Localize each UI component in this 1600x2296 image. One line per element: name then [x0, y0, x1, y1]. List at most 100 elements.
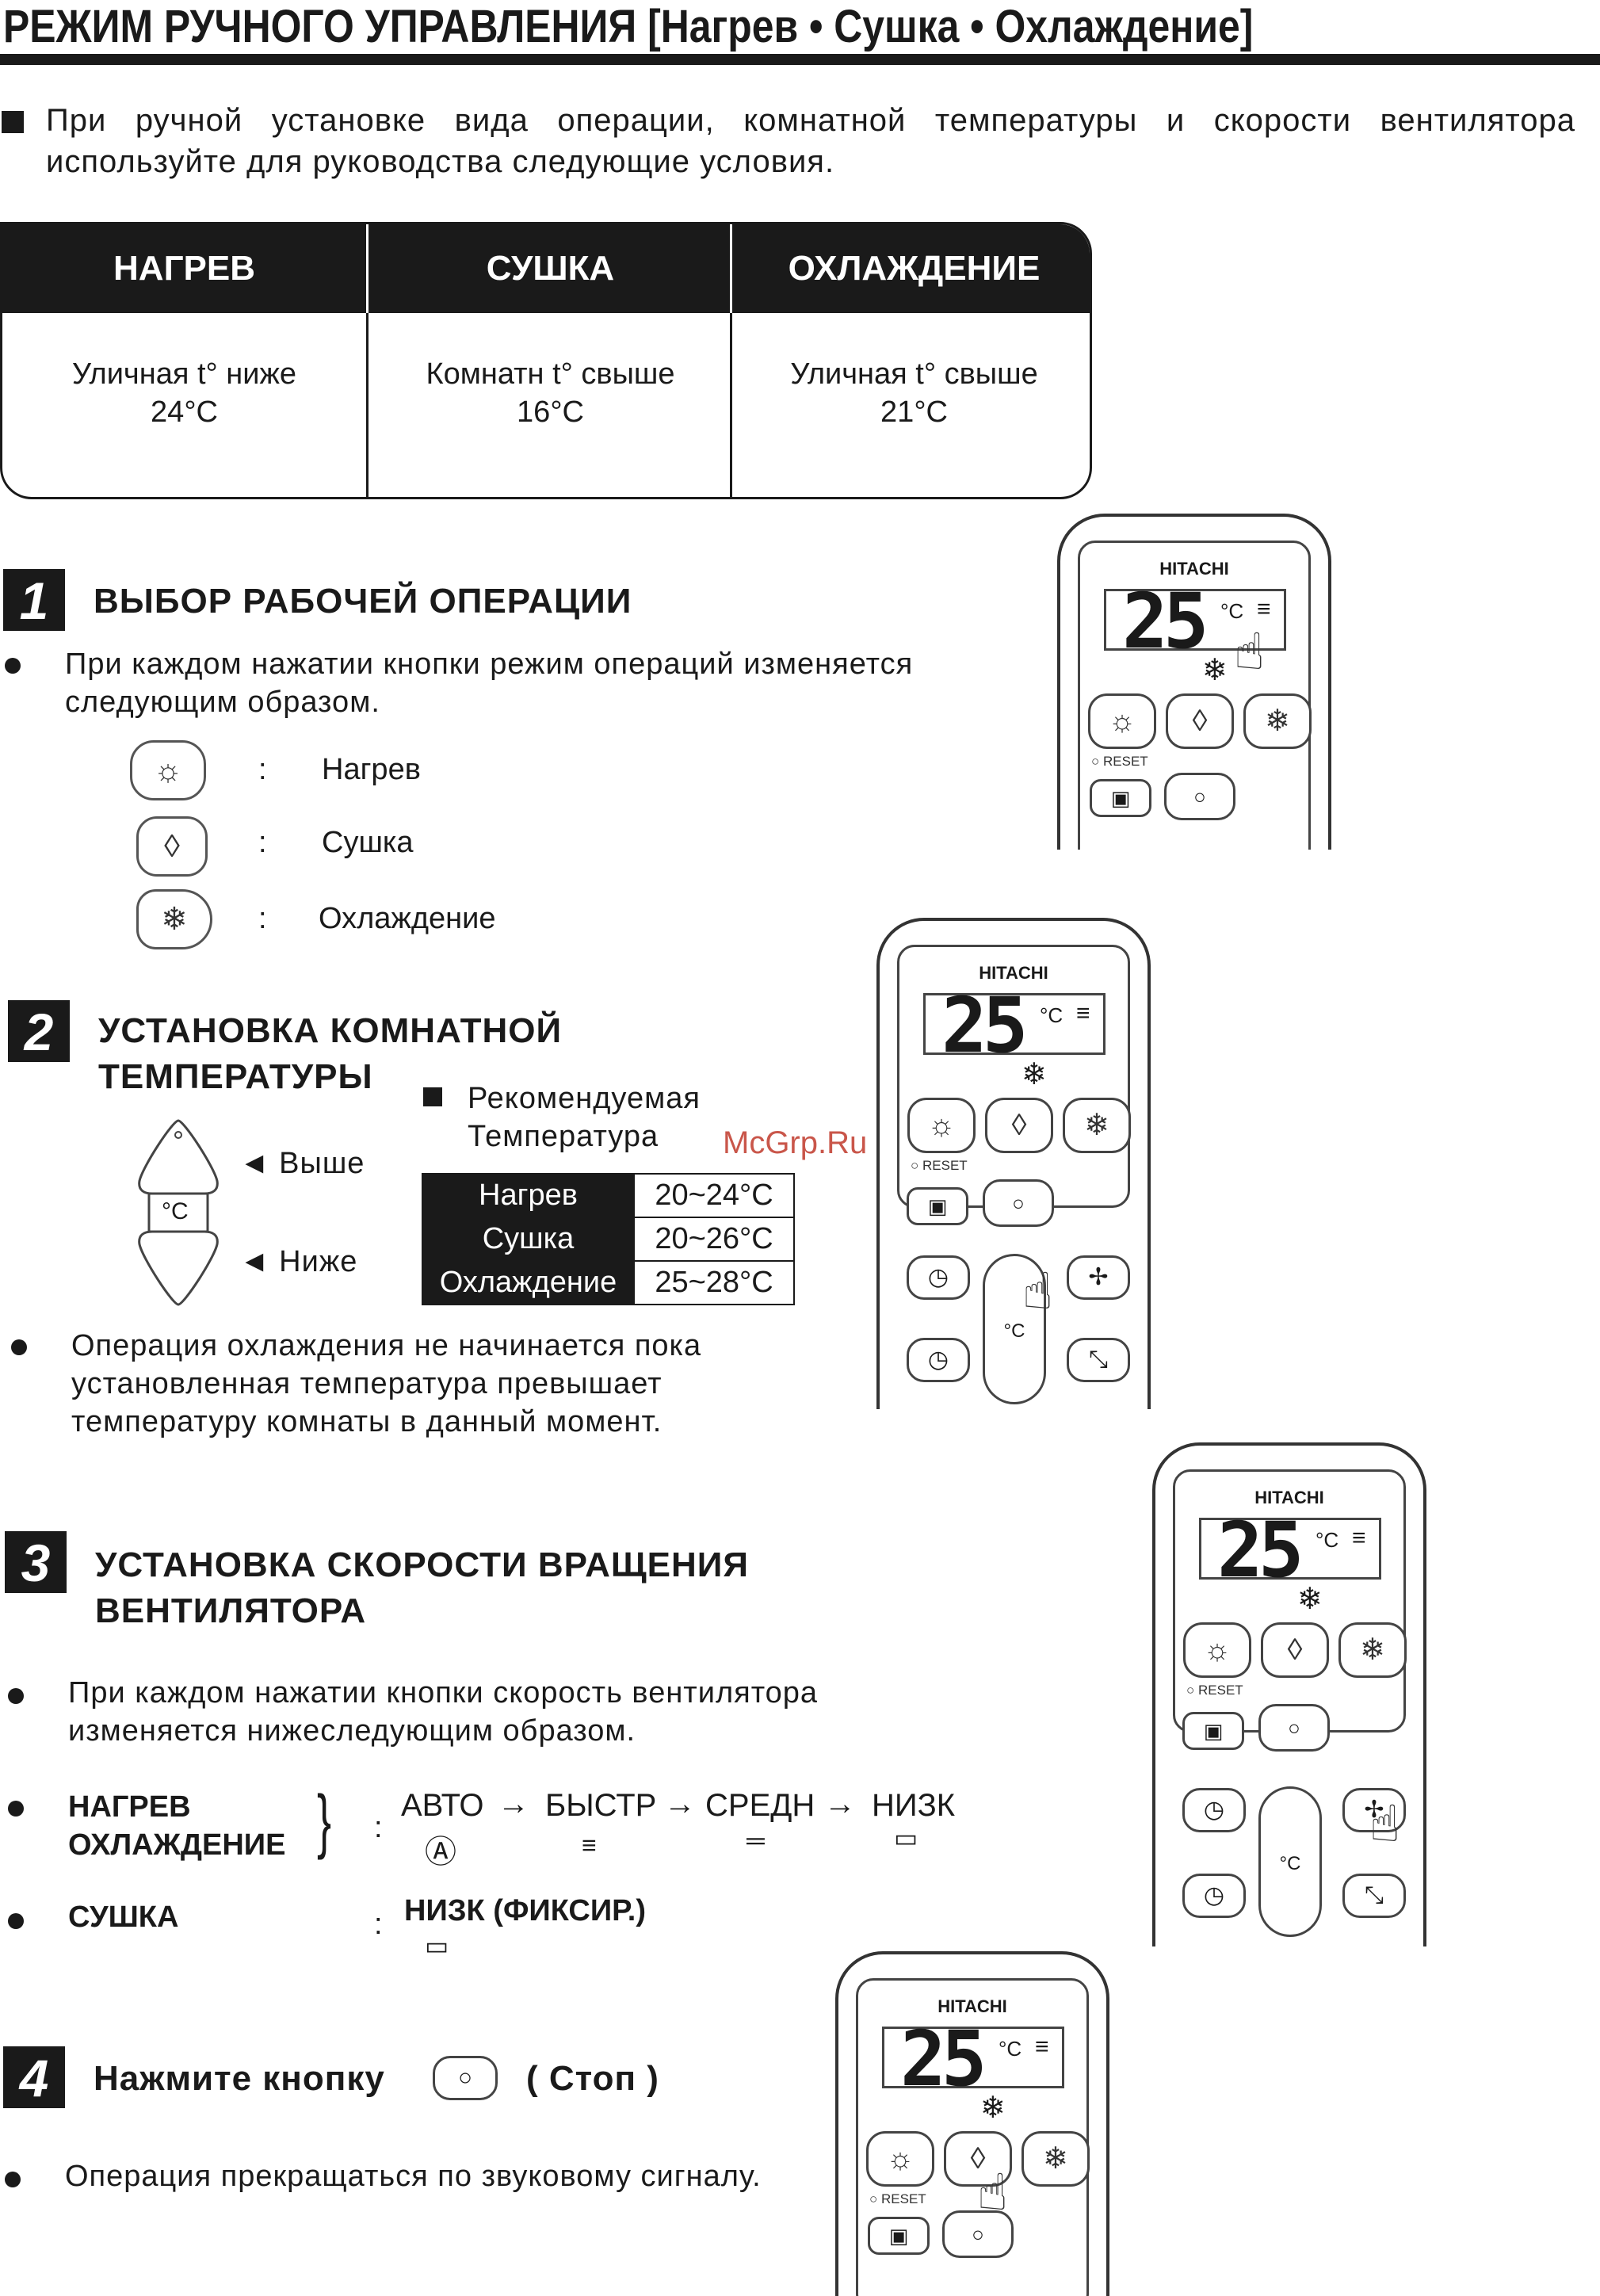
- heat-button[interactable]: ☼: [1088, 693, 1156, 749]
- bullet-dot: [8, 1801, 24, 1817]
- heat-mode-button[interactable]: ☼: [130, 740, 206, 800]
- remote-lcd: 25 °C ≡: [923, 988, 1105, 1064]
- lcd-unit: °C: [1040, 1003, 1063, 1027]
- fan-button[interactable]: ✢: [1067, 1255, 1130, 1300]
- reset-label[interactable]: ○ RESET: [911, 1158, 968, 1173]
- dry-label: СУШКА: [68, 1901, 179, 1934]
- cell-heat: Уличная t° ниже 24°C: [2, 355, 366, 431]
- fan-speed-icon: ≡: [1035, 2034, 1049, 2060]
- swing-button[interactable]: ⤡: [1067, 1338, 1130, 1382]
- timer-button[interactable]: ▣: [868, 2217, 930, 2255]
- section3-text: При каждом нажатии кнопки скорость венти…: [68, 1676, 819, 1748]
- section4-heading: Нажмите кнопку: [94, 2059, 385, 2098]
- temp-up-down-button[interactable]: °C: [983, 1254, 1046, 1404]
- temp-up-down-button[interactable]: [135, 1117, 222, 1308]
- recommended-line1: Рекомендуемая: [468, 1082, 701, 1115]
- pointing-hand-icon: ☝: [1369, 1795, 1400, 1852]
- rec-mode-heat: Нагрев: [422, 1173, 635, 1218]
- section-number-3: 3: [5, 1531, 67, 1593]
- remote-control-1: HITACHI 25 °C ≡ ❄ ☼ ◊ ❄ ○ RESET ▣ ○ ☝: [1057, 514, 1331, 850]
- remote-panel: HITACHI 25 °C ≡ ❄ ☼ ◊ ❄ ○ RESET ▣ ○ ☝: [1078, 541, 1312, 850]
- table-col-cool: ОХЛАЖДЕНИЕ Уличная t° свыше 21°C: [730, 224, 1090, 497]
- bullet-dot: [8, 1688, 24, 1704]
- fan-low-icon: ▭: [894, 1824, 918, 1852]
- colon: :: [374, 1811, 384, 1844]
- dry-mode-button[interactable]: ◊: [136, 816, 208, 877]
- arrow: →: [664, 1786, 696, 1821]
- bullet-dot: [5, 658, 21, 674]
- stop-button[interactable]: ○: [942, 2210, 1014, 2258]
- stop-button[interactable]: ○: [1258, 1704, 1330, 1752]
- reset-label[interactable]: ○ RESET: [1186, 1683, 1243, 1698]
- timer-on-button[interactable]: ◷: [907, 1255, 970, 1300]
- table-row: Сушка 20~26°C: [422, 1217, 795, 1262]
- section1-heading: ВЫБОР РАБОЧЕЙ ОПЕРАЦИИ: [94, 582, 632, 621]
- rec-range-dry: 20~26°C: [633, 1217, 795, 1262]
- lcd-snowflake-icon: ❄: [1297, 1583, 1323, 1616]
- rec-mode-cool: Охлаждение: [422, 1260, 635, 1305]
- section2-heading-line2: ТЕМПЕРАТУРЫ: [98, 1057, 373, 1096]
- lcd-temp: 25: [1217, 1506, 1304, 1595]
- remote-lcd: 25 °C ≡: [1104, 583, 1286, 659]
- mode-label-cool: Охлаждение: [319, 902, 496, 935]
- fan-low-label: НИЗК: [872, 1788, 956, 1823]
- rec-range-cool: 25~28°C: [633, 1260, 795, 1305]
- timer-on-button[interactable]: ◷: [1182, 1788, 1246, 1832]
- table-row: Охлаждение 25~28°C: [422, 1260, 795, 1305]
- remote-brand: HITACHI: [979, 963, 1048, 983]
- page-title: РЕЖИМ РУЧНОГО УПРАВЛЕНИЯ [Нагрев • Сушка…: [3, 1, 1254, 52]
- table-row: Нагрев 20~24°C: [422, 1173, 795, 1218]
- intro-text: При ручной установке вида операции, комн…: [46, 103, 1575, 179]
- timer-off-button[interactable]: ◷: [907, 1338, 970, 1382]
- remote-panel: HITACHI 25 °C ≡ ❄ ☼ ◊ ❄ ○ RESET: [897, 945, 1131, 1208]
- cool-mode-button[interactable]: ❄: [136, 889, 212, 949]
- section-number-4: 4: [3, 2046, 65, 2108]
- fan-low-icon: ▭: [425, 1931, 449, 1960]
- sun-icon: ☼: [153, 753, 183, 788]
- lcd-snowflake-icon: ❄: [980, 2092, 1006, 2125]
- heat-button[interactable]: ☼: [1183, 1622, 1251, 1678]
- mode-label-heat: Нагрев: [322, 753, 421, 786]
- lcd-unit: °C: [1316, 1528, 1339, 1552]
- timer-button[interactable]: ▣: [907, 1187, 968, 1225]
- stop-button[interactable]: ○: [1164, 773, 1235, 820]
- lcd-temp: 25: [1122, 577, 1209, 666]
- heat-button[interactable]: ☼: [866, 2131, 934, 2187]
- section4-heading-stop: ( Стоп ): [526, 2059, 659, 2098]
- reset-label[interactable]: ○ RESET: [869, 2191, 926, 2206]
- fan-button[interactable]: ✢: [1342, 1788, 1406, 1832]
- section2-heading-line1: УСТАНОВКА КОМНАТНОЙ: [98, 1011, 563, 1050]
- fan-speed-icon: ≡: [1352, 1525, 1366, 1551]
- remote-control-4: HITACHI 25 °C ≡ ❄ ☼ ◊ ❄ ○ RESET ▣ ○ ☝: [835, 1951, 1109, 2296]
- cool-button[interactable]: ❄: [1063, 1098, 1131, 1153]
- bullet-dot: [8, 1913, 24, 1929]
- cool-button[interactable]: ❄: [1243, 693, 1312, 749]
- reset-label[interactable]: ○ RESET: [1091, 754, 1148, 769]
- bullet-dot: [11, 1339, 27, 1355]
- timer-button[interactable]: ▣: [1182, 1712, 1244, 1750]
- lcd-temp: 25: [941, 981, 1029, 1070]
- recommended-temp-table: Нагрев 20~24°C Сушка 20~26°C Охлаждение …: [422, 1173, 795, 1305]
- dry-button[interactable]: ◊: [1166, 693, 1234, 749]
- temp-up-down-button[interactable]: °C: [1258, 1786, 1322, 1937]
- snowflake-icon: ❄: [161, 902, 188, 937]
- fan-auto-label: АВТО: [401, 1788, 484, 1823]
- conditions-table: НАГРЕВ Уличная t° ниже 24°C СУШКА Комнат…: [0, 222, 1092, 499]
- dry-button[interactable]: ◊: [944, 2131, 1012, 2187]
- cool-button[interactable]: ❄: [1338, 1622, 1407, 1678]
- swing-button[interactable]: ⤡: [1342, 1874, 1406, 1918]
- stop-button[interactable]: ○: [983, 1179, 1054, 1227]
- watermark: McGrp.Ru: [723, 1125, 868, 1160]
- dry-button[interactable]: ◊: [1261, 1622, 1329, 1678]
- dry-button[interactable]: ◊: [985, 1098, 1053, 1153]
- remote-panel: HITACHI 25 °C ≡ ❄ ☼ ◊ ❄ ○ RESET: [1173, 1469, 1407, 1733]
- timer-off-button[interactable]: ◷: [1182, 1874, 1246, 1918]
- section4-text: Операция прекращаться по звуковому сигна…: [65, 2160, 762, 2193]
- brace: }: [317, 1782, 332, 1861]
- heat-label: НАГРЕВ: [68, 1790, 191, 1824]
- timer-button[interactable]: ▣: [1090, 779, 1151, 817]
- heat-button[interactable]: ☼: [907, 1098, 976, 1153]
- remote-lcd: 25 °C ≡: [1199, 1512, 1381, 1588]
- mode-colon: :: [258, 753, 267, 786]
- cool-button[interactable]: ❄: [1021, 2131, 1090, 2187]
